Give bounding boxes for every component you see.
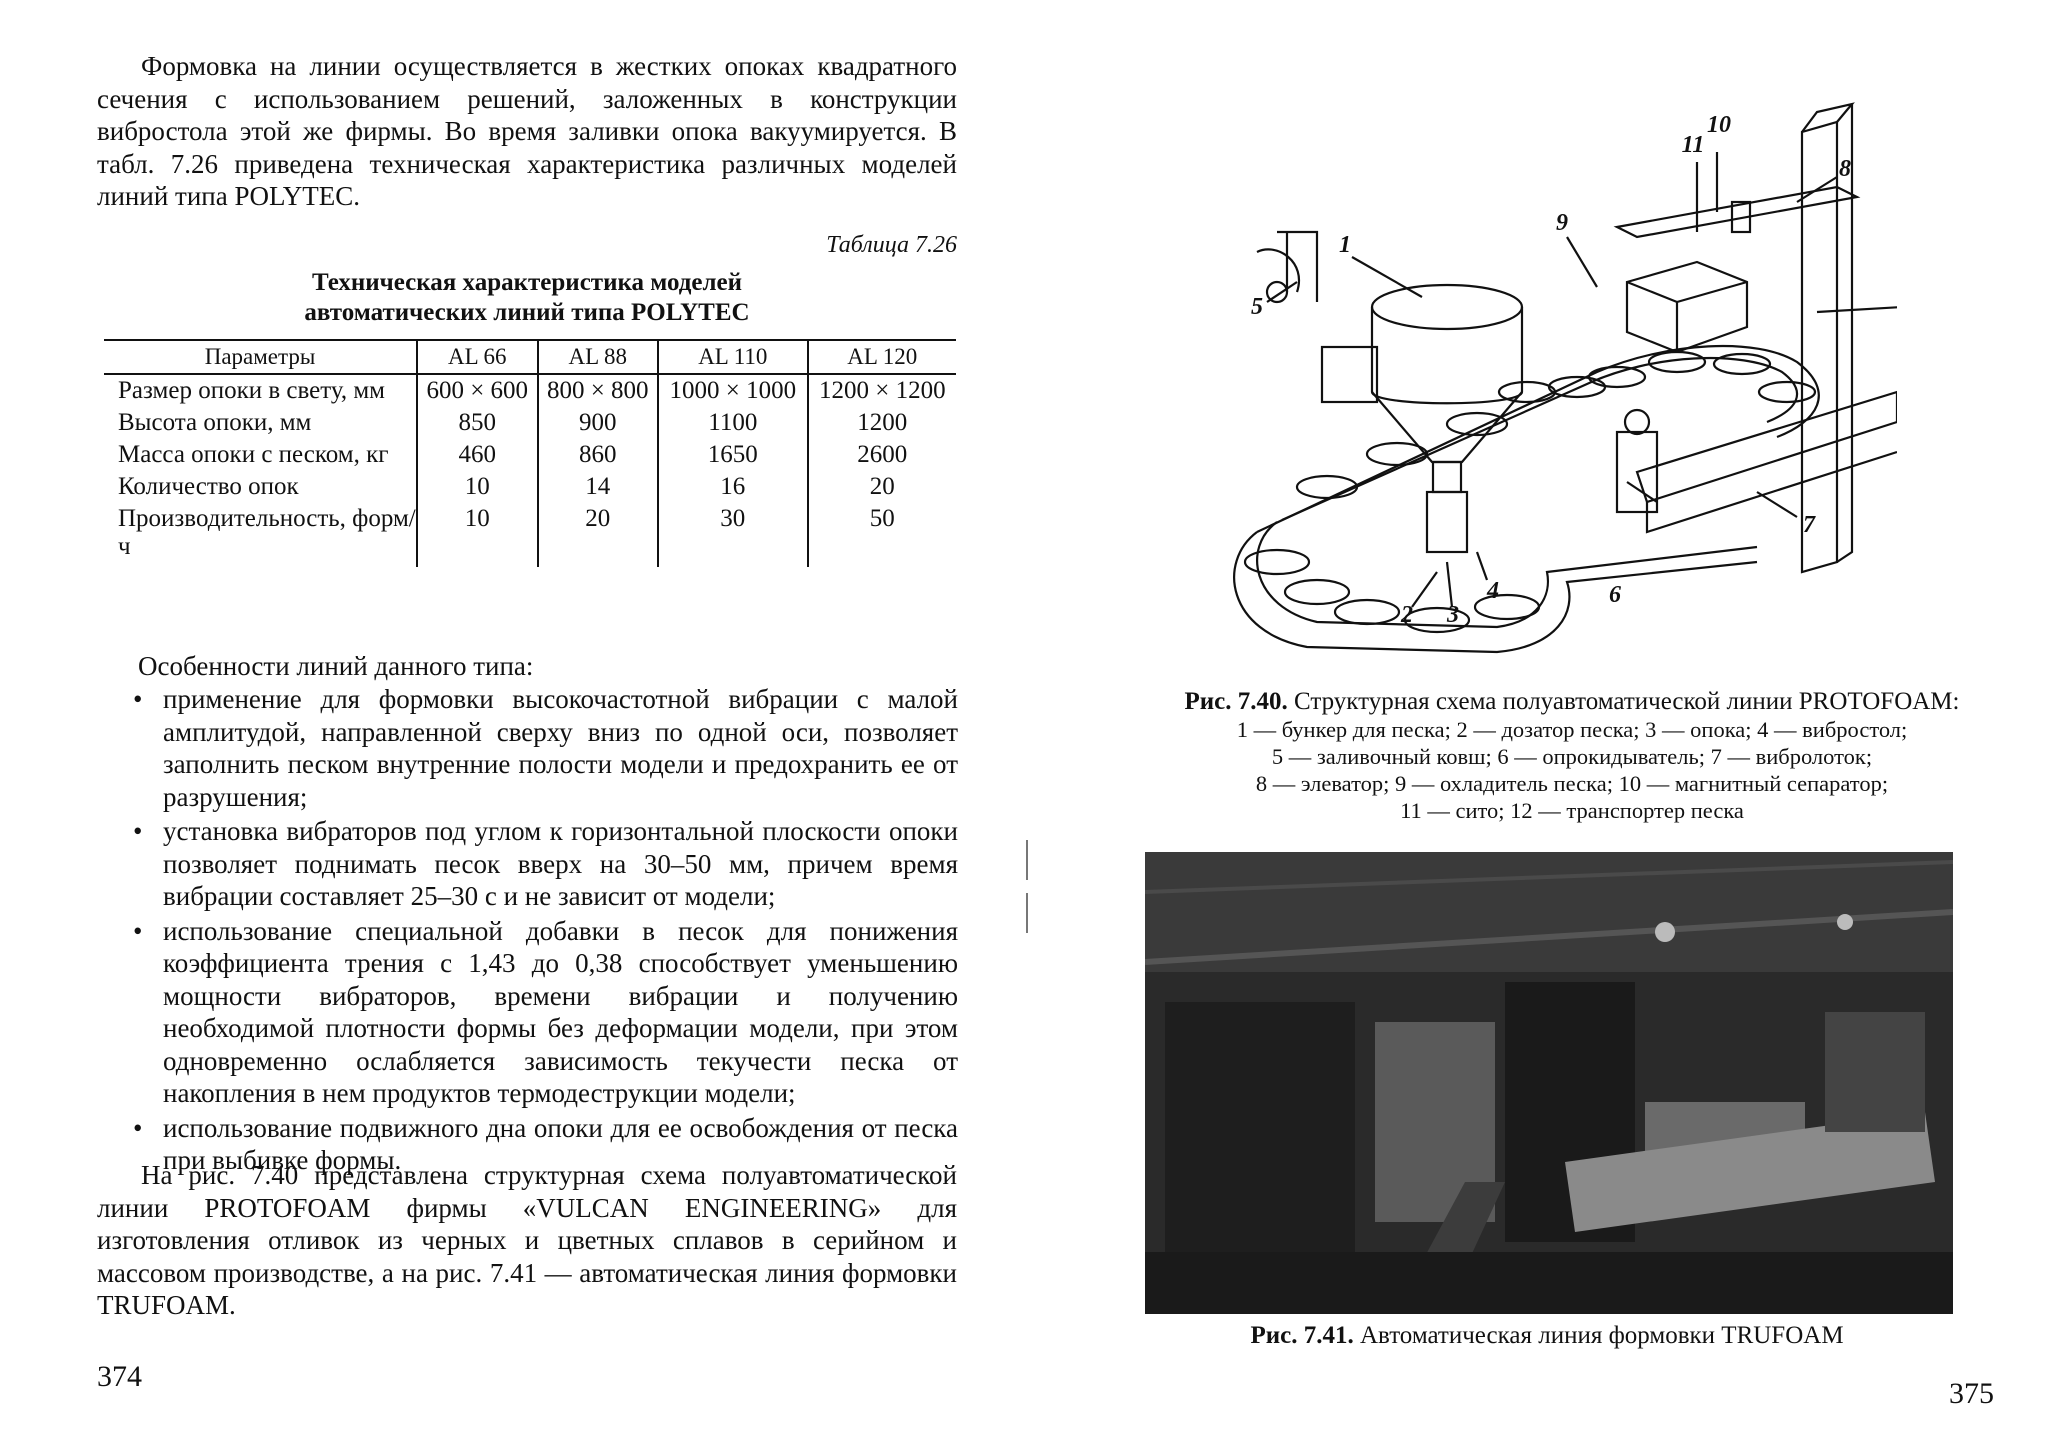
list-item: использование подвижного дна опоки для е… <box>97 1112 958 1177</box>
table-row: Количество опок 10 14 16 20 <box>104 471 956 503</box>
features-list: применение для формовки высокочастотной … <box>97 683 958 1179</box>
param-cell: Производительность, форм/ч <box>118 505 416 560</box>
col-header: Параметры <box>104 339 417 375</box>
fig-label: 7 <box>1803 512 1816 538</box>
right-page: 1 2 3 4 5 6 7 8 9 10 11 12 Рис. 7.40. Ст… <box>1027 0 2054 1448</box>
protofoam-schematic: 1 2 3 4 5 6 7 8 9 10 11 12 <box>1233 102 1897 654</box>
value-cell: 900 <box>536 407 658 439</box>
table-number: Таблица 7.26 <box>826 232 957 258</box>
table-row: Масса опоки с песком, кг 460 860 1650 26… <box>104 439 956 471</box>
fig-label: 5 <box>1251 294 1263 320</box>
fig-label: 9 <box>1556 210 1568 236</box>
caption-heading: Рис. 7.40. Структурная схема полуавтомат… <box>1117 688 2027 716</box>
value-cell: 1000 × 1000 <box>657 374 808 407</box>
table-row: Высота опоки, мм 850 900 1100 1200 <box>104 407 956 439</box>
left-page: Формовка на линии осуществляется в жестк… <box>0 0 1027 1448</box>
fig-label: 11 <box>1682 132 1705 158</box>
col-header: AL 66 <box>416 339 538 375</box>
legend-line: 11 — сито; 12 — транспортер песка <box>1400 798 1744 823</box>
value-cell: 50 <box>806 503 956 567</box>
fig-label: 4 <box>1486 578 1499 604</box>
fig-label: 3 <box>1446 602 1459 628</box>
value-cell: 20 <box>806 471 956 503</box>
value-cell: 800 × 800 <box>536 374 658 407</box>
param-cell: Количество опок <box>118 473 299 500</box>
figure-741-caption: Рис. 7.41. Автоматическая линия формовки… <box>1127 1322 1967 1350</box>
value-cell: 600 × 600 <box>416 374 538 407</box>
fig-label: 1 <box>1339 232 1351 258</box>
page-number: 375 <box>1949 1377 1994 1410</box>
closing-paragraph: На рис. 7.40 представлена структурная сх… <box>97 1160 957 1320</box>
value-cell: 30 <box>657 503 808 567</box>
col-header: AL 120 <box>806 339 956 375</box>
value-cell: 850 <box>416 407 538 439</box>
value-cell: 1650 <box>657 439 808 471</box>
page-number: 374 <box>97 1360 142 1393</box>
intro-paragraph: Формовка на линии осуществляется в жестк… <box>97 51 957 211</box>
legend-line: 8 — элеватор; 9 — охладитель песка; 10 —… <box>1255 771 1889 796</box>
table-title: Техническая характеристика моделей автом… <box>97 268 957 328</box>
page-gutter-mark <box>1026 893 1028 933</box>
caption-text: Автоматическая линия формовки TRUFOAM <box>1359 1322 1844 1349</box>
trufoam-photo <box>1145 852 1953 1314</box>
page-gutter-mark <box>1026 840 1028 880</box>
table-row: Размер опоки в свету, мм 600 × 600 800 ×… <box>104 374 956 407</box>
value-cell: 2600 <box>806 439 956 471</box>
value-cell: 10 <box>416 503 538 567</box>
fig-label: 10 <box>1707 112 1731 138</box>
value-cell: 1200 × 1200 <box>806 374 956 407</box>
figure-740-caption: Рис. 7.40. Структурная схема полуавтомат… <box>1117 688 2027 824</box>
table-header-row: Параметры AL 66 AL 88 AL 110 AL 120 <box>104 339 956 375</box>
features-intro: Особенности линий данного типа: <box>138 651 534 681</box>
value-cell: 1100 <box>657 407 808 439</box>
value-cell: 14 <box>536 471 658 503</box>
legend-line: 5 — заливочный ковш; 6 — опрокидыватель;… <box>1271 744 1873 769</box>
legend-line: 1 — бункер для песка; 2 — дозатор песка;… <box>1236 717 1908 742</box>
value-cell: 20 <box>536 503 658 567</box>
list-item: установка вибраторов под углом к горизон… <box>97 815 958 913</box>
table-row: Производительность, форм/ч 10 20 30 50 <box>104 503 956 567</box>
list-item: использование специальной добавки в песо… <box>97 915 958 1110</box>
fig-label: 2 <box>1400 602 1413 628</box>
caption-text: Структурная схема полуавтоматической лин… <box>1294 688 1960 715</box>
fig-label: 8 <box>1839 156 1851 182</box>
col-header: AL 110 <box>657 339 808 375</box>
param-cell: Высота опоки, мм <box>118 409 312 436</box>
value-cell: 16 <box>657 471 808 503</box>
caption-label: Рис. 7.41. <box>1250 1322 1354 1349</box>
value-cell: 460 <box>416 439 538 471</box>
value-cell: 1200 <box>806 407 956 439</box>
fig-label: 6 <box>1609 582 1621 608</box>
value-cell: 10 <box>416 471 538 503</box>
table-title-line-1: Техническая характеристика моделей <box>312 269 742 296</box>
caption-label: Рис. 7.40. <box>1184 688 1288 715</box>
param-cell: Размер опоки в свету, мм <box>118 377 385 404</box>
list-item: применение для формовки высокочастотной … <box>97 683 958 813</box>
table-title-line-2: автоматических линий типа POLYTEC <box>304 299 750 326</box>
spec-table: Параметры AL 66 AL 88 AL 110 AL 120 Разм… <box>104 339 956 567</box>
col-header: AL 88 <box>536 339 658 375</box>
param-cell: Масса опоки с песком, кг <box>118 441 389 468</box>
value-cell: 860 <box>536 439 658 471</box>
